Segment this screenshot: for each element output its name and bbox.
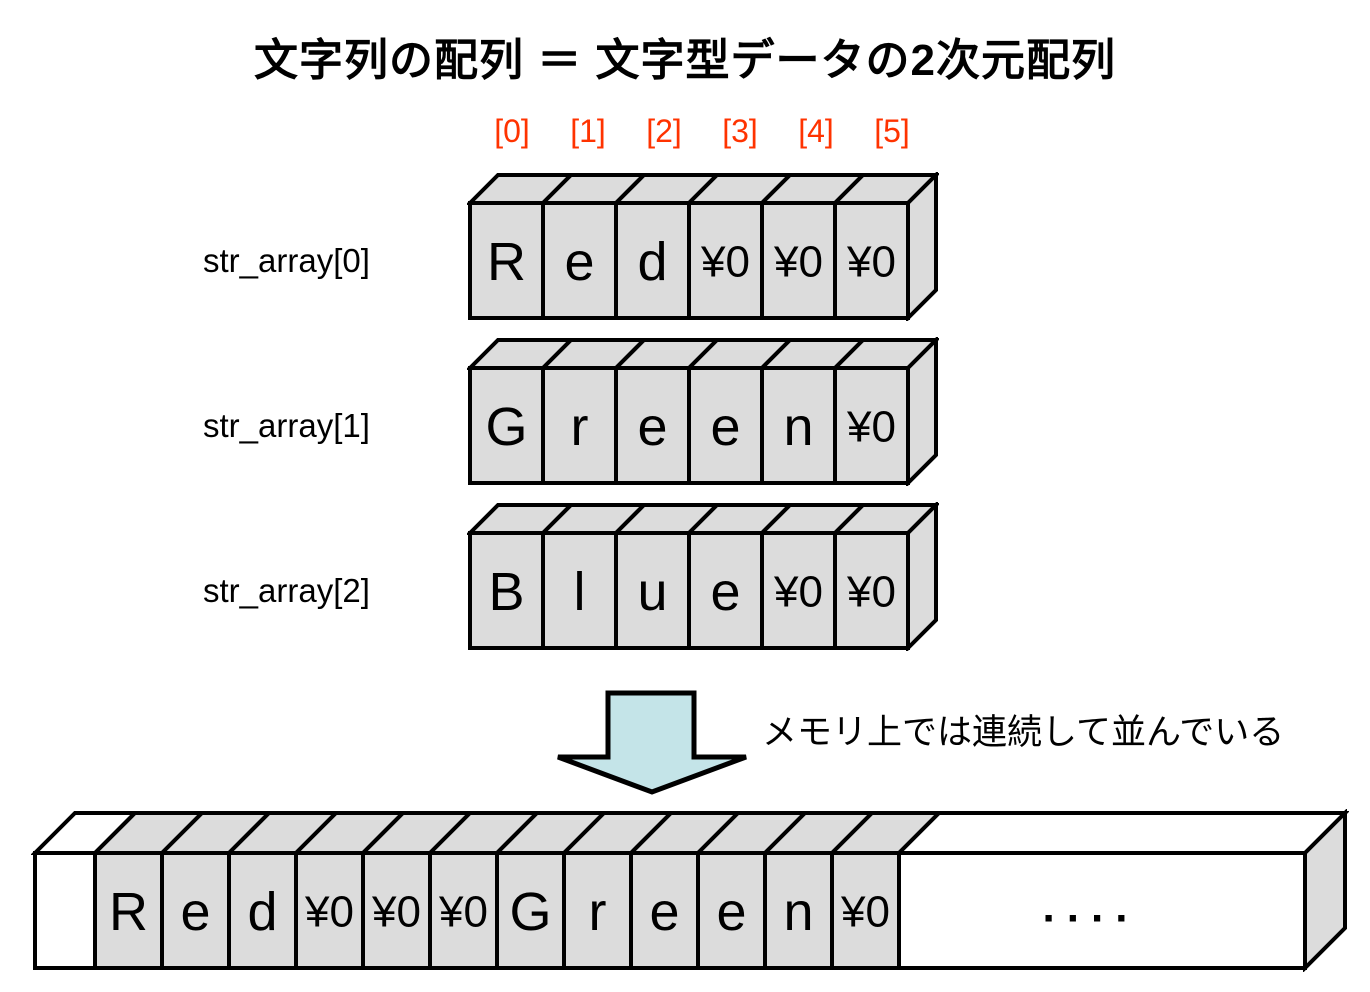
array-cell-char: d — [637, 232, 667, 292]
strip-cell-face — [294, 851, 365, 970]
str-array-1-box: G r e e n ¥0 — [467, 337, 939, 486]
strip-cell-char: e — [649, 882, 679, 942]
array-cell-face — [760, 531, 837, 650]
array-cell-face — [468, 366, 545, 485]
array-cell-char: e — [564, 232, 594, 292]
array-cell-char: e — [710, 397, 740, 457]
column-index-row: [0] [1] [2] [3] [4] [5] — [474, 113, 930, 150]
strip-cell-face — [160, 851, 231, 970]
array-cell-char: u — [637, 562, 667, 622]
diagram-title: 文字列の配列 ＝ 文字型データの2次元配列 — [254, 36, 1116, 85]
array-cell-char: e — [710, 562, 740, 622]
array-cell-face — [833, 531, 910, 650]
row-label-2: str_array[2] — [203, 572, 370, 609]
strip-top-face-cell — [894, 811, 1349, 855]
array-cell-char: ¥0 — [846, 568, 896, 617]
strip-cell-char: r — [589, 882, 607, 942]
column-index-0: [0] — [494, 113, 530, 149]
strip-cell-char: G — [509, 882, 551, 942]
column-index-4: [4] — [798, 113, 834, 149]
strip-cell-face — [763, 851, 834, 970]
array-cell-face — [760, 201, 837, 320]
arrow-caption: メモリ上では連続して並んでいる — [762, 713, 1285, 752]
box-side-face — [906, 337, 938, 486]
array-cell-face — [541, 531, 618, 650]
array-cell-char: G — [485, 397, 527, 457]
array-cell-face — [760, 366, 837, 485]
array-cell-char: ¥0 — [773, 238, 823, 287]
column-index-1: [1] — [570, 113, 606, 149]
array-cell-face — [833, 366, 910, 485]
strip-cell-char: ¥0 — [371, 888, 421, 937]
array-cell-face — [833, 201, 910, 320]
str-array-0-box: R e d ¥0 ¥0 ¥0 — [467, 172, 939, 321]
strip-cell-char: ¥0 — [438, 888, 488, 937]
array-cell-face — [541, 201, 618, 320]
array-cell-face — [468, 531, 545, 650]
array-cell-char: n — [783, 397, 813, 457]
array-cell-char: r — [571, 397, 589, 457]
array-cell-face — [468, 201, 545, 320]
strip-cell-char: e — [180, 882, 210, 942]
strip-cell-face — [428, 851, 499, 970]
array-cell-char: e — [637, 397, 667, 457]
strip-ellipsis: .... — [1043, 883, 1140, 932]
array-cell-char: ¥0 — [773, 568, 823, 617]
strip-cell-face — [562, 851, 633, 970]
strip-cell-char: ¥0 — [304, 888, 354, 937]
row-label-1: str_array[1] — [203, 407, 370, 444]
box-side-face — [906, 502, 938, 651]
down-arrow-icon — [557, 690, 747, 795]
array-cell-char: ¥0 — [846, 238, 896, 287]
strip-ellipsis-cell — [897, 851, 1307, 970]
strip-cell-face — [629, 851, 700, 970]
strip-cell-char: R — [109, 882, 148, 942]
strip-cell-char: e — [716, 882, 746, 942]
array-cell-face — [687, 531, 764, 650]
str-array-2-box: B l u e ¥0 ¥0 — [467, 502, 939, 651]
array-cell-face — [614, 201, 691, 320]
strip-blank-cell — [33, 851, 97, 970]
strip-cell-char: d — [247, 882, 277, 942]
column-index-5: [5] — [874, 113, 910, 149]
array-cell-char: ¥0 — [846, 403, 896, 452]
array-cell-char: l — [574, 562, 586, 622]
strip-cell-char: ¥0 — [840, 888, 890, 937]
array-cell-char: B — [488, 562, 524, 622]
column-index-2: [2] — [646, 113, 682, 149]
array-cell-char: ¥0 — [700, 238, 750, 287]
row-label-0: str_array[0] — [203, 242, 370, 279]
box-side-face — [906, 172, 938, 321]
strip-cell-char: n — [783, 882, 813, 942]
column-index-3: [3] — [722, 113, 758, 149]
array-cell-char: R — [487, 232, 526, 292]
array-cell-face — [541, 366, 618, 485]
down-arrow — [557, 690, 747, 795]
memory-strip-box: R e d ¥0 ¥0 ¥0 G r e e n ¥0 .... — [31, 809, 1349, 972]
